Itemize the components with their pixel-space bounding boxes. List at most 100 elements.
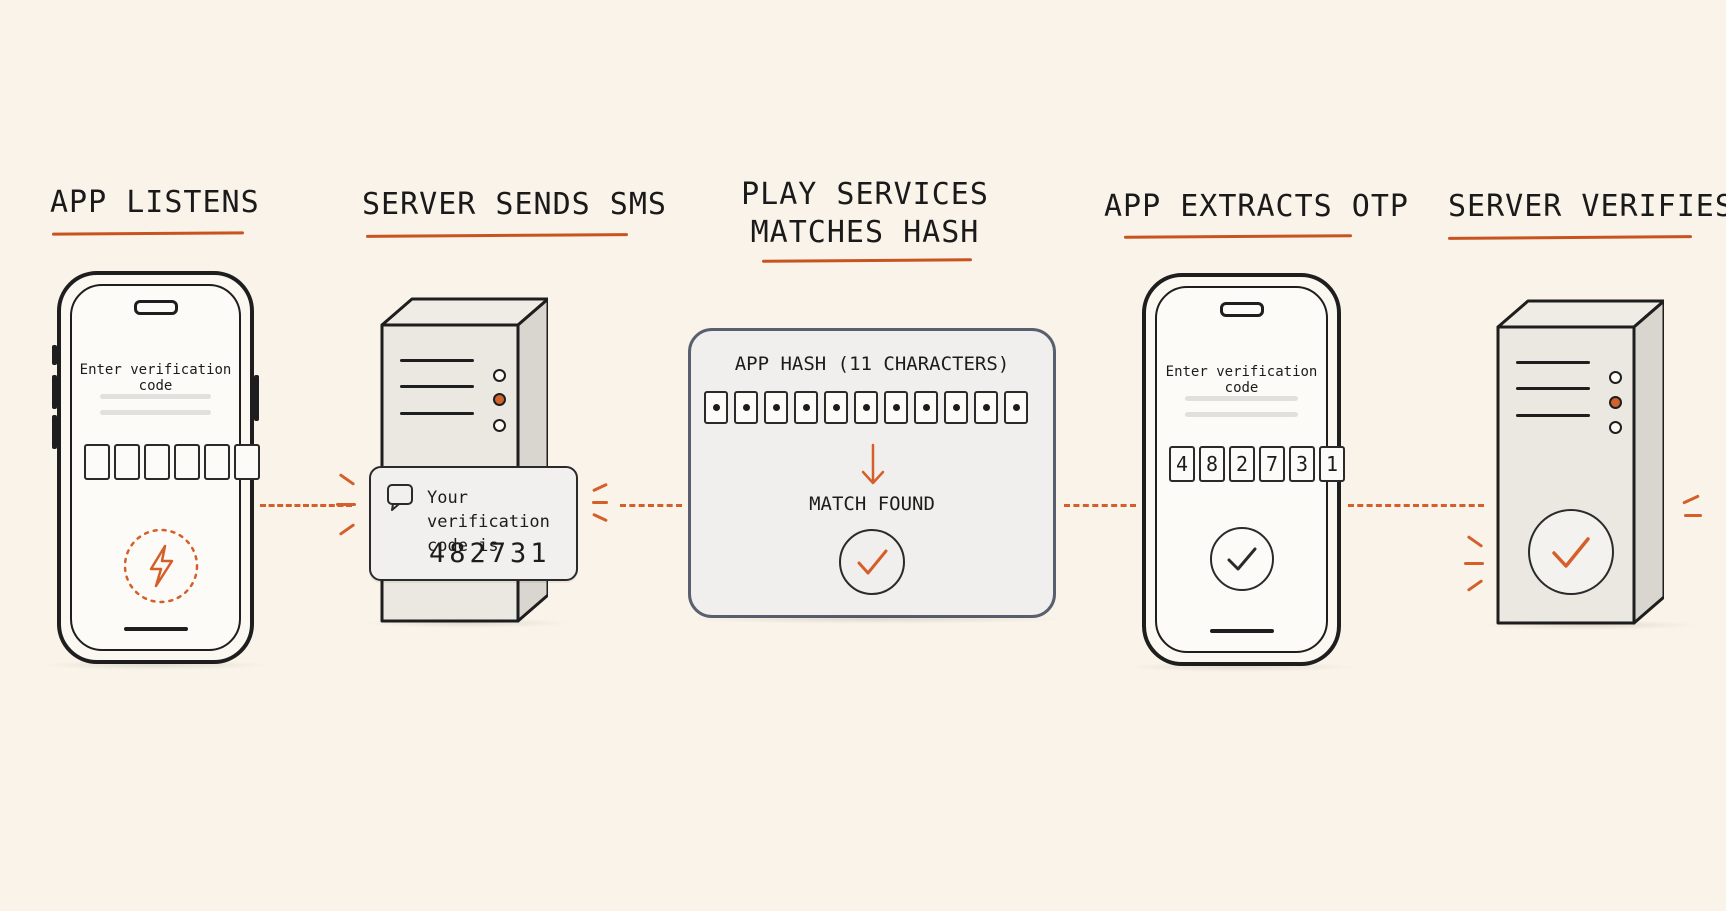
- server-verifier: [1494, 297, 1664, 625]
- sms-text: Your verification code is: [427, 486, 576, 558]
- hash-character: [854, 391, 878, 424]
- signal-spark: [592, 512, 608, 523]
- server-slot: [400, 412, 474, 415]
- hash-match-panel: APP HASH (11 CHARACTERS) MATCH FOUND: [688, 328, 1056, 618]
- step-title-text: APP LISTENS: [50, 185, 260, 220]
- code-box: [234, 444, 260, 480]
- server-led: [1609, 421, 1622, 434]
- hash-character: [884, 391, 908, 424]
- side-button: [52, 375, 57, 409]
- home-indicator: [1209, 629, 1274, 633]
- arrow-down-icon: [861, 443, 885, 485]
- side-button: [52, 345, 57, 365]
- phone-screen: Enter verification code: [70, 284, 260, 651]
- hash-character: [824, 391, 848, 424]
- hash-character: [914, 391, 938, 424]
- code-input-boxes: 4 8 2 7 3 1: [1169, 446, 1345, 482]
- check-icon: [1528, 509, 1614, 595]
- phone-app-extracts: Enter verification code 4 8 2 7 3 1: [1142, 273, 1345, 666]
- signal-spark: [1466, 579, 1484, 592]
- step-title-server-verifies: SERVER VERIFIES: [1448, 188, 1726, 226]
- code-digit: 3: [1289, 446, 1315, 482]
- check-icon: [1210, 527, 1274, 591]
- ground-shadow: [362, 618, 572, 628]
- step-title-play-services: PLAY SERVICES MATCHES HASH: [740, 176, 990, 252]
- code-digit: 7: [1259, 446, 1285, 482]
- sms-otp-code: 482731: [429, 538, 551, 569]
- step-title-line: PLAY SERVICES: [741, 177, 989, 212]
- flow-connector: [620, 504, 682, 507]
- step-title-line: MATCHES HASH: [750, 215, 980, 250]
- phone-app-listens: Enter verification code: [52, 271, 260, 664]
- check-icon: [839, 529, 905, 595]
- side-button: [52, 415, 57, 449]
- server-led-active: [493, 393, 506, 406]
- side-button: [254, 375, 259, 421]
- phone-notch: [1219, 302, 1264, 317]
- code-box: [84, 444, 110, 480]
- code-box: [174, 444, 200, 480]
- title-underline: [1447, 235, 1693, 240]
- server-slot: [1516, 387, 1590, 390]
- signal-spark: [338, 473, 356, 486]
- signal-spark: [1466, 535, 1484, 548]
- hash-characters: [704, 391, 1028, 424]
- step-title-server-sends-sms: SERVER SENDS SMS: [362, 186, 667, 224]
- signal-spark: [1684, 514, 1702, 517]
- ground-shadow: [1126, 662, 1356, 672]
- sms-line: Your verification: [427, 488, 550, 532]
- hash-character: [794, 391, 818, 424]
- signal-spark: [1464, 562, 1484, 565]
- match-result: MATCH FOUND: [809, 493, 935, 515]
- flow-connector: [1348, 504, 1484, 507]
- server-slot: [1516, 361, 1590, 364]
- placeholder-line: [100, 394, 211, 399]
- placeholder-line: [1185, 412, 1298, 417]
- code-digit: 4: [1169, 446, 1195, 482]
- code-digit: 8: [1199, 446, 1225, 482]
- signal-spark: [1682, 494, 1700, 505]
- signal-spark: [336, 503, 356, 506]
- server-led-active: [1609, 396, 1622, 409]
- code-input-boxes: [84, 444, 260, 480]
- placeholder-line: [100, 410, 211, 415]
- step-title-text: SERVER SENDS SMS: [362, 187, 667, 222]
- code-box: [204, 444, 230, 480]
- code-digit: 2: [1229, 446, 1255, 482]
- hash-label: APP HASH (11 CHARACTERS): [734, 353, 1010, 375]
- step-title-text: APP EXTRACTS OTP: [1104, 189, 1409, 224]
- server-led: [493, 369, 506, 382]
- screen-label: Enter verification code: [79, 362, 232, 394]
- sms-message: Your verification code is 482731: [369, 466, 578, 581]
- signal-spark: [592, 482, 608, 493]
- hash-character: [704, 391, 728, 424]
- signal-spark: [338, 523, 356, 536]
- code-box: [114, 444, 140, 480]
- ground-shadow: [40, 660, 270, 670]
- server-slot: [400, 385, 474, 388]
- ground-shadow: [680, 614, 1070, 624]
- flow-connector: [260, 504, 352, 507]
- title-underline: [51, 231, 245, 236]
- hash-character: [944, 391, 968, 424]
- phone-notch: [133, 300, 178, 315]
- step-title-text: SERVER VERIFIES: [1448, 189, 1726, 224]
- hash-character: [764, 391, 788, 424]
- hash-character: [1004, 391, 1028, 424]
- title-underline: [365, 233, 629, 238]
- server-slot: [1516, 414, 1590, 417]
- title-underline: [761, 258, 973, 263]
- step-title-app-listens: APP LISTENS: [50, 184, 260, 222]
- home-indicator: [123, 627, 188, 631]
- step-title-app-extracts-otp: APP EXTRACTS OTP: [1104, 188, 1409, 226]
- placeholder-line: [1185, 396, 1298, 401]
- hash-character: [974, 391, 998, 424]
- signal-spark: [592, 501, 608, 504]
- message-icon: [387, 484, 413, 511]
- code-box: [144, 444, 170, 480]
- server-led: [493, 419, 506, 432]
- phone-screen: Enter verification code 4 8 2 7 3 1: [1155, 286, 1345, 653]
- server-led: [1609, 371, 1622, 384]
- server-slot: [400, 359, 474, 362]
